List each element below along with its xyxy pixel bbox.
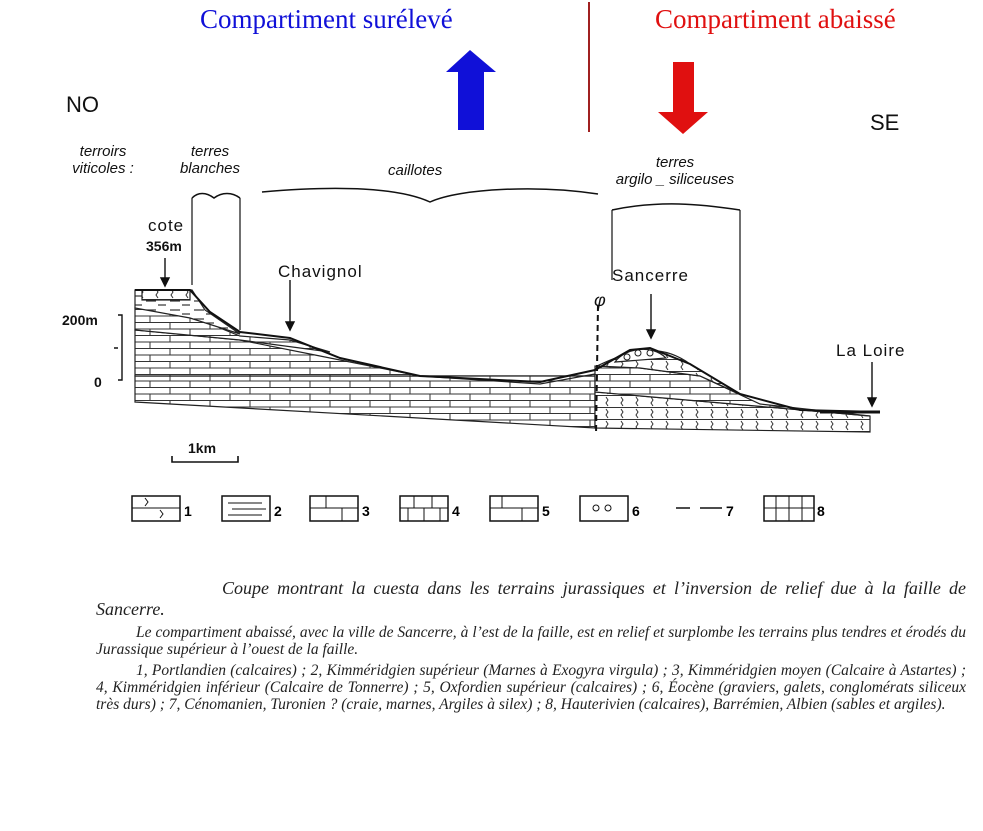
down-arrow-icon	[658, 62, 708, 134]
chavignol-arrow-icon	[284, 280, 296, 332]
lowered-compartment-title: Compartiment abaissé	[655, 4, 896, 34]
brace-caillotes	[261, 187, 599, 203]
legend-label-2: 2	[274, 503, 282, 519]
orientation-west: NO	[66, 92, 99, 117]
terres-blanches-label: terres blanches	[179, 143, 241, 177]
caption-paragraph-2: 1, Portlandien (calcaires) ; 2, Kimmérid…	[96, 662, 966, 713]
caption-main: Coupe montrant la cuesta dans les terrai…	[96, 578, 966, 619]
distance-scale-bar	[171, 456, 239, 463]
brace-terres-blanches	[191, 192, 241, 199]
sancerre-label: Sancerre	[612, 266, 689, 285]
figure-caption: Coupe montrant la cuesta dans les terrai…	[96, 578, 966, 713]
sancerre-fault	[595, 304, 599, 436]
legend-swatch-3	[309, 495, 359, 522]
cote-arrow-icon	[159, 258, 171, 288]
fault-symbol: φ	[594, 290, 606, 310]
legend-label-8: 8	[817, 503, 825, 519]
topographic-surface	[135, 289, 881, 413]
altitude-200-label: 200m	[62, 312, 98, 328]
cross-section-diagram	[114, 187, 881, 463]
legend-swatch-5	[489, 495, 539, 522]
legend-swatch-8	[763, 495, 815, 522]
up-arrow-icon	[446, 50, 496, 130]
stratum-portlandian-cap	[141, 289, 191, 301]
orientation-east: SE	[870, 110, 900, 135]
compartment-arrows	[446, 2, 708, 134]
caption-paragraph-1: Le compartiment abaissé, avec la ville d…	[96, 624, 966, 658]
legend-label-6: 6	[632, 503, 640, 519]
caillotes-label: caillotes	[388, 162, 443, 179]
loire-label: La Loire	[836, 341, 906, 360]
legend-swatch-6	[579, 495, 629, 522]
legend-swatch-4	[399, 495, 449, 522]
altitude-scale-bar	[114, 314, 123, 381]
stratum-middle-left	[134, 329, 596, 385]
legend-label-3: 3	[362, 503, 370, 519]
stratum-bottom-left	[134, 375, 596, 429]
legend-label-4: 4	[452, 503, 460, 519]
legend-label-5: 5	[542, 503, 550, 519]
cote-label: cote	[148, 216, 185, 235]
cote-altitude-label: 356m	[146, 238, 182, 254]
distance-scale-label: 1km	[188, 440, 217, 456]
sancerre-arrow-icon	[645, 294, 657, 340]
legend-label-1: 1	[184, 503, 192, 519]
terroirs-heading: terroirs viticoles :	[72, 143, 134, 177]
legend-label-7: 7	[726, 503, 734, 519]
legend-swatch-1	[131, 495, 181, 522]
raised-compartment-title: Compartiment surélevé	[200, 4, 453, 34]
legend: 1 2 3 4 5 6 7 8	[131, 495, 825, 522]
terres-argilo-label: terres argilo _ siliceuses	[615, 154, 735, 188]
chavignol-label: Chavignol	[278, 262, 363, 281]
brace-argilo	[611, 203, 741, 211]
legend-swatch-2	[221, 495, 271, 522]
altitude-0-label: 0	[94, 374, 102, 390]
loire-arrow-icon	[866, 362, 878, 408]
